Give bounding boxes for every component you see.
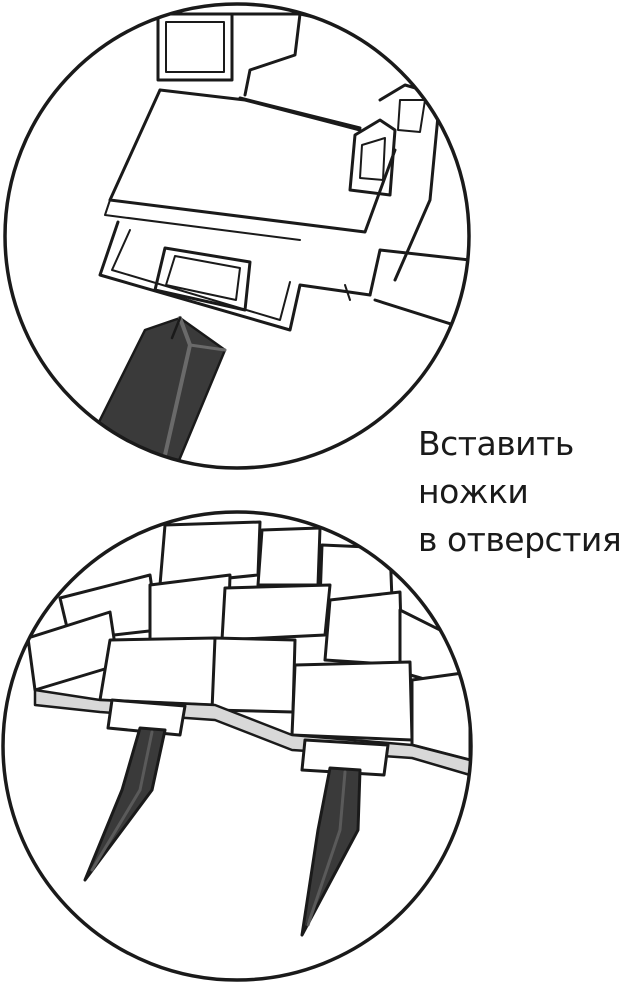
left-peg [83,726,167,882]
bottom-detail-circle [1,510,473,982]
top-detail-circle [3,2,471,470]
peg-shaft [93,316,227,468]
caption-line-3: в отверстия [418,520,621,559]
instruction-caption: Вставить ножки в отверстия [418,420,621,564]
woven-border-with-pegs-illustration [26,520,471,937]
right-peg [300,766,362,937]
top-detail-group [93,12,469,468]
caption-line-1: Вставить [418,424,574,463]
caption-line-2: ножки [418,472,529,511]
